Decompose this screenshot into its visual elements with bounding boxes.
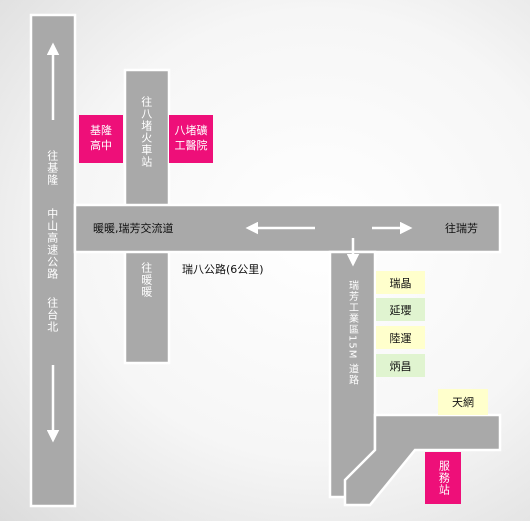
label-to-badu-station: 往八堵火車站 <box>139 96 153 168</box>
shop-ruijing: 瑞晶 <box>376 271 425 294</box>
label-interchange: 暖暖,瑞芳交流道 <box>93 222 174 235</box>
label-to-taipei: 往台北 <box>45 297 59 333</box>
label-highway-name: 中山高速公路 <box>45 208 59 280</box>
label-to-nuannuan: 往暖暖 <box>139 262 153 298</box>
label-to-ruifang: 往瑞芳 <box>445 222 478 235</box>
shop-bingchang: 炳昌 <box>376 354 425 377</box>
landmark-keelung-high-school: 基隆高中 <box>79 115 123 163</box>
label-to-keelung: 往基隆 <box>45 150 59 186</box>
landmark-service-station: 服務站 <box>425 452 461 504</box>
label-industrial-road: 瑞芳工業區15M 道路 <box>346 280 358 386</box>
label-ruiba-road: 瑞八公路(6公里) <box>182 263 264 276</box>
shop-yanying: 延瓔 <box>376 298 425 321</box>
service-road-shape <box>343 413 502 507</box>
shop-luyun: 陸運 <box>376 326 425 349</box>
landmark-badu-mining-hospital-label: 八堵礦工醫院 <box>174 124 208 152</box>
landmark-keelung-high-school-label: 基隆高中 <box>90 124 112 152</box>
shop-tianwang: 天網 <box>438 389 488 415</box>
landmark-badu-mining-hospital: 八堵礦工醫院 <box>169 115 213 163</box>
landmark-service-station-label: 服務站 <box>437 460 451 496</box>
